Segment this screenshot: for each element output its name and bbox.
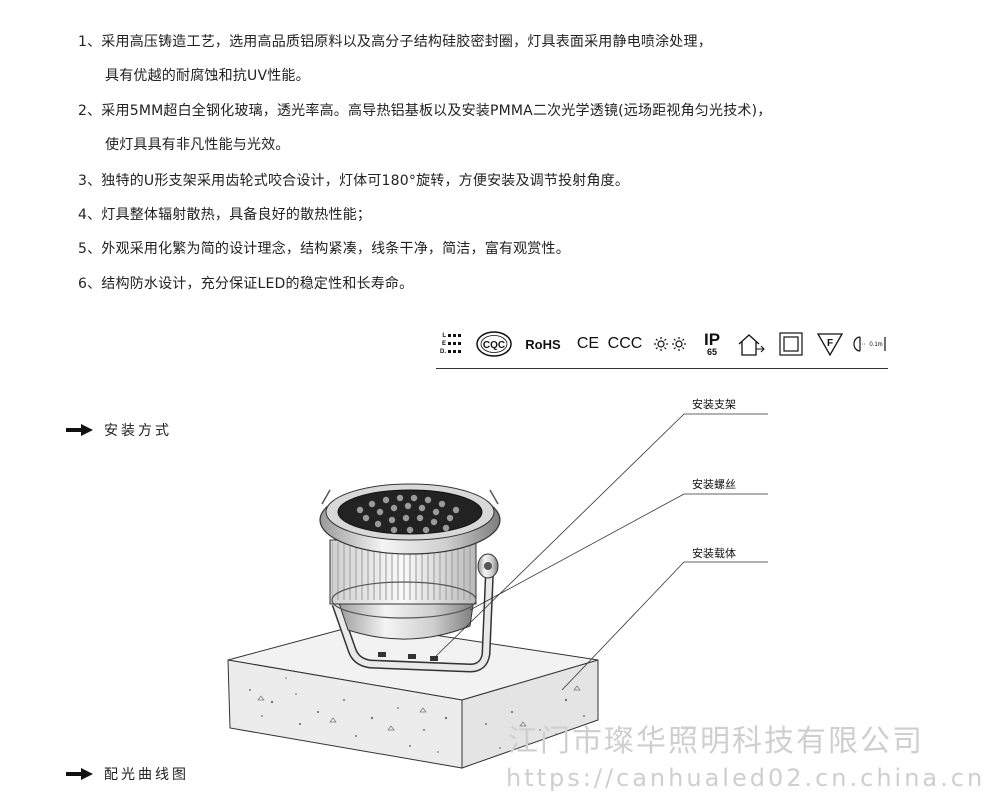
triangle-f-icon: F <box>814 324 846 364</box>
certification-bar: L E D. CQC RoHS CE CCC <box>436 324 888 369</box>
lamp-distance-icon: 0.1m <box>852 324 888 364</box>
led-grid-icon: L E D. <box>436 324 466 364</box>
svg-text:0.1m: 0.1m <box>869 342 882 348</box>
ce-mark: CE <box>576 335 600 352</box>
callout-bracket: 安装支架 <box>692 398 736 411</box>
svg-text:CQC: CQC <box>483 340 505 351</box>
feature-5: 5、外观采用化繁为简的设计理念，结构紧凑，线条干净，简洁，富有观赏性。 <box>78 241 570 257</box>
leader-lines <box>431 413 768 691</box>
arrow-right-icon <box>66 424 93 436</box>
sun-pair-icon <box>650 324 690 364</box>
svg-text:F: F <box>827 338 833 349</box>
house-icon <box>734 324 768 364</box>
feature-6: 6、结构防水设计，充分保证LED的稳定性和长寿命。 <box>78 276 414 292</box>
feature-3: 3、独特的U形支架采用齿轮式咬合设计，灯体可180°旋转，方便安装及调节投射角度… <box>78 173 630 189</box>
feature-4: 4、灯具整体辐射散热，具备良好的散热性能； <box>78 207 372 223</box>
rohs-mark: RoHS <box>525 336 561 352</box>
ip-rating: IP 65 <box>703 330 721 357</box>
cqc-icon: CQC <box>474 324 514 364</box>
feature-2: 2、采用5MM超白全钢化玻璃，透光率高。高导热铝基板以及安装PMMA二次光学透镜… <box>78 103 772 119</box>
callout-carrier: 安装载体 <box>692 547 736 560</box>
callout-screw: 安装螺丝 <box>692 478 736 491</box>
install-method-heading: 安装方式 <box>66 420 172 440</box>
light-curve-heading: 配光曲线图 <box>66 764 189 784</box>
watermark-company: 江门市璨华照明科技有限公司 <box>508 724 924 759</box>
feature-1-continued: 具有优越的耐腐蚀和抗UV性能。 <box>105 68 310 84</box>
double-square-icon <box>776 324 806 364</box>
u-bracket <box>331 553 499 673</box>
feature-1: 1、采用高压铸造工艺，选用高品质铝原料以及高分子结构硅胶密封圈，灯具表面采用静电… <box>78 34 712 50</box>
lamp-body <box>319 483 501 640</box>
arrow-right-icon <box>66 768 93 780</box>
feature-2-continued: 使灯具具有非凡性能与光效。 <box>105 137 290 153</box>
ccc-mark: CCC <box>607 335 643 352</box>
watermark-url: https://canhualed02.cn.china.cn <box>506 764 986 792</box>
